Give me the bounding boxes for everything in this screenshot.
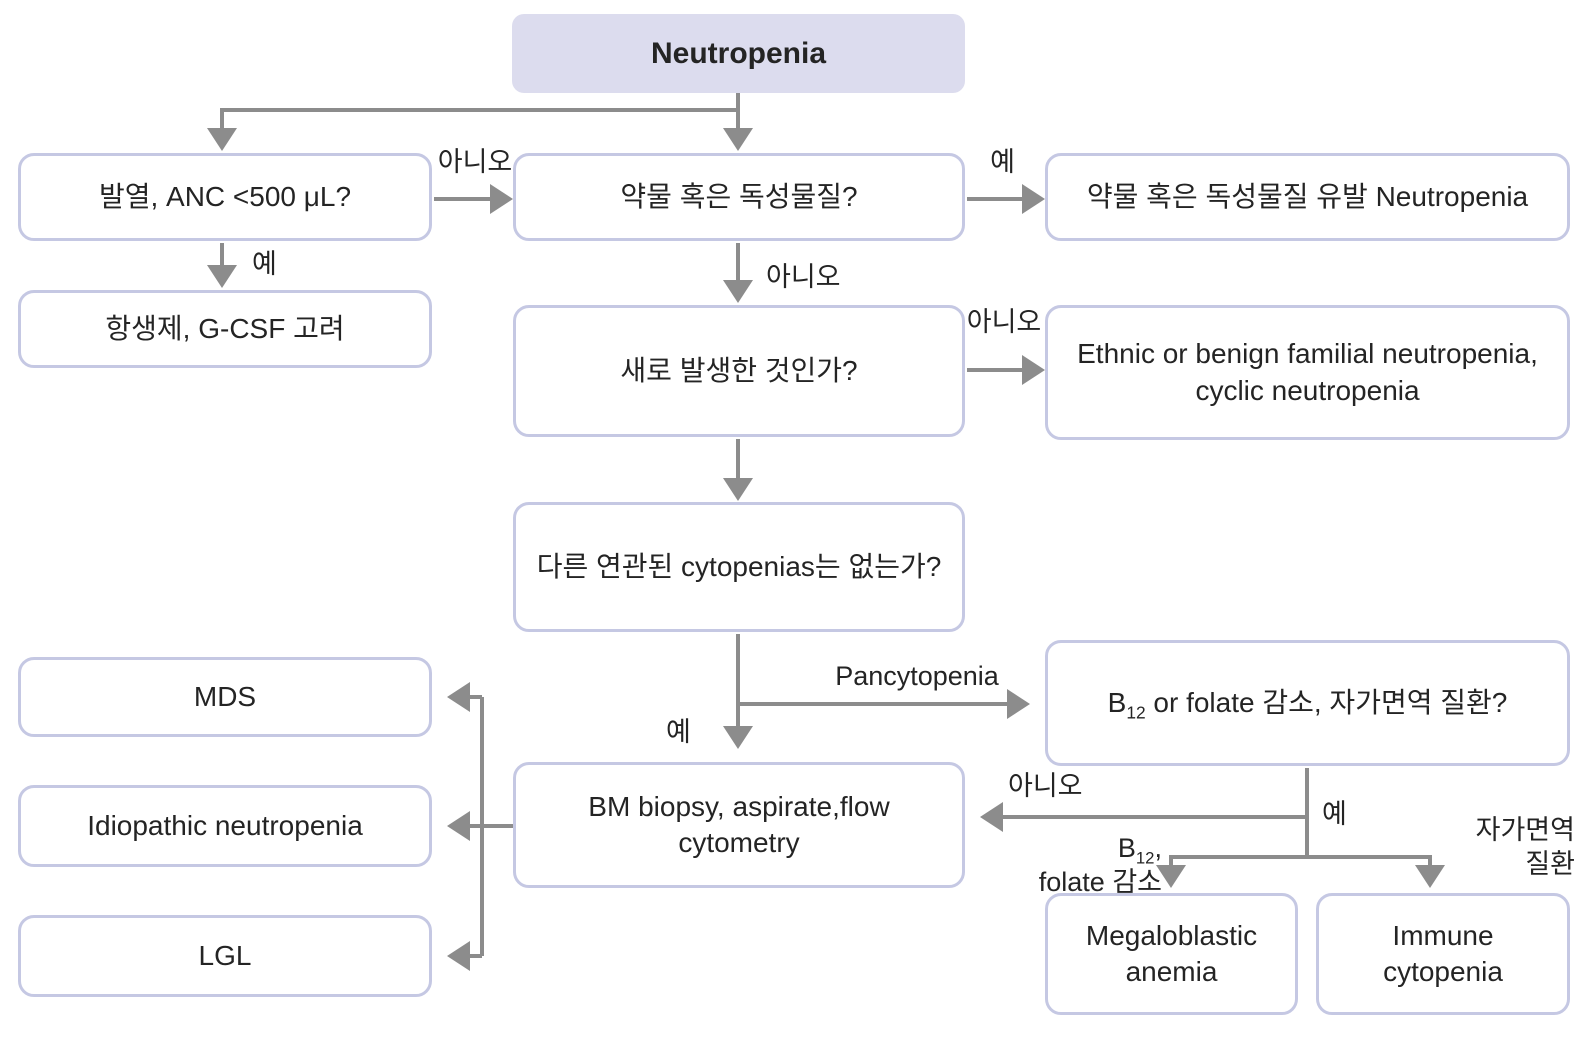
node-drug-induced-neutropenia: 약물 혹은 독성물질 유발 Neutropenia bbox=[1045, 153, 1570, 241]
node-ethnic-benign-neutropenia: Ethnic or benign familial neutropenia, c… bbox=[1045, 305, 1570, 440]
autoimmune-line1: 자가면역 bbox=[1475, 815, 1575, 845]
edge-fever-to-antibiotics bbox=[207, 243, 237, 288]
edge-cytopenias-to-b12-pancytopenia bbox=[738, 689, 1030, 719]
b12-question-text: B12 or folate 감소, 자가면역 질환? bbox=[1107, 686, 1508, 723]
edge-label-drug-yes: 예 bbox=[990, 147, 1015, 177]
edge-label-pancytopenia: Pancytopenia bbox=[835, 661, 999, 691]
autoimmune-line2: 질환 bbox=[1525, 848, 1575, 879]
node-megaloblastic-anemia: Megaloblastic anemia bbox=[1045, 893, 1298, 1015]
node-immune-cytopenia: Immune cytopenia bbox=[1316, 893, 1570, 1015]
edge-newonset-to-cytopenias bbox=[723, 439, 753, 501]
edge-label-fever-no: 아니오 bbox=[437, 147, 513, 177]
edge-label-drug-no: 아니오 bbox=[766, 262, 841, 292]
node-b12-folate-autoimmune-question: B12 or folate 감소, 자가면역 질환? bbox=[1045, 640, 1570, 766]
edge-fever-to-drug bbox=[434, 184, 513, 214]
edge-label-cytopenias-yes: 예 bbox=[666, 717, 691, 747]
b12-folate-line2: folate 감소 bbox=[1038, 866, 1162, 897]
node-idiopathic-neutropenia: Idiopathic neutropenia bbox=[18, 785, 432, 867]
edge-bm-to-results-bracket bbox=[447, 682, 513, 971]
edge-drug-to-newonset bbox=[723, 243, 753, 303]
edge-b12-to-bm bbox=[980, 802, 1307, 832]
edge-label-b12-folate-decrease: B12, folate 감소 bbox=[992, 832, 1162, 900]
b12-folate-line1: B12, bbox=[1117, 833, 1162, 868]
edge-label-fever-yes: 예 bbox=[252, 249, 277, 279]
node-other-cytopenias-question: 다른 연관된 cytopenias는 없는가? bbox=[513, 502, 965, 632]
edge-start-split bbox=[207, 93, 753, 151]
node-bm-biopsy: BM biopsy, aspirate,flow cytometry bbox=[513, 762, 965, 888]
edge-label-autoimmune-disease: 자가면역 질환 bbox=[1438, 814, 1575, 882]
edge-drug-to-druginduced bbox=[967, 184, 1045, 214]
node-lgl: LGL bbox=[18, 915, 432, 997]
edge-b12-split bbox=[1156, 768, 1445, 888]
node-neutropenia-start: Neutropenia bbox=[512, 14, 965, 93]
edge-label-b12-no: 아니오 bbox=[1008, 771, 1083, 801]
edge-label-b12-yes: 예 bbox=[1322, 799, 1347, 829]
edge-newonset-to-ethnic bbox=[967, 355, 1045, 385]
edge-cytopenias-to-bm bbox=[723, 634, 753, 749]
node-antibiotics-gcsf: 항생제, G-CSF 고려 bbox=[18, 290, 432, 368]
node-fever-anc: 발열, ANC <500 μL? bbox=[18, 153, 432, 241]
node-drug-toxin-question: 약물 혹은 독성물질? bbox=[513, 153, 965, 241]
node-mds: MDS bbox=[18, 657, 432, 737]
edge-label-newonset-no: 아니오 bbox=[966, 307, 1042, 337]
node-new-onset-question: 새로 발생한 것인가? bbox=[513, 305, 965, 437]
